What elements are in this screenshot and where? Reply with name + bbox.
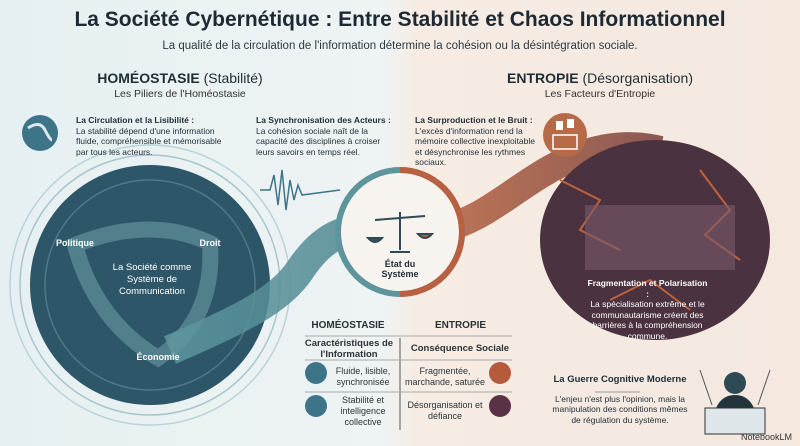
waveform-icon	[260, 169, 341, 211]
entropy-heading: ENTROPIE (Désorganisation)	[507, 70, 693, 86]
page-title: La Société Cybernétique : Entre Stabilit…	[74, 8, 726, 31]
page-subtitle: La qualité de la circulation de l'inform…	[162, 40, 638, 52]
puppet-master-icon	[699, 369, 771, 435]
fragmentation-block: Fragmentation et Polarisation :La spécia…	[587, 278, 708, 341]
table-subheader: Conséquence Sociale	[410, 343, 510, 354]
surproduction-block: La Surproduction et le Bruit :L'excès d'…	[415, 115, 536, 167]
node-economie: Économie	[136, 352, 180, 362]
table-subheader: Caractéristiques de l'Information	[304, 338, 394, 360]
node-politique: Politique	[56, 238, 94, 248]
homeostasis-heading: HOMÉOSTASIE (Stabilité)	[97, 70, 263, 86]
homeostasis-subheading: Les Piliers de l'Homéostasie	[114, 88, 246, 100]
table-header-entropie: ENTROPIE	[434, 320, 487, 331]
table-cell: Stabilité et intelligence collective	[340, 395, 386, 427]
balance-scale-icon	[365, 212, 435, 253]
wave-icon	[305, 362, 511, 417]
table-header-homeostasis: HOMÉOSTASIE	[311, 320, 385, 331]
node-droit: Droit	[199, 238, 221, 248]
society-center-label: La Société comme Système de Communicatio…	[112, 262, 192, 297]
overflowing-box-icon	[543, 113, 587, 157]
table-cell: Fluide, lisible, synchronisée	[335, 366, 391, 387]
table-cell: Désorganisation et défiance	[407, 400, 483, 421]
synchronisation-block: La Synchronisation des Acteurs :La cohés…	[256, 115, 391, 157]
entropy-subheading: Les Facteurs d'Entropie	[544, 88, 656, 100]
winding-road-icon	[22, 115, 58, 151]
system-state-label: État du Système	[381, 259, 419, 279]
notebooklm-watermark: NotebookLM	[740, 432, 792, 442]
table-cell: Fragmentée, marchande, saturée	[404, 366, 486, 387]
circulation-block: La Circulation et la Lisibilité :La stab…	[76, 115, 222, 157]
